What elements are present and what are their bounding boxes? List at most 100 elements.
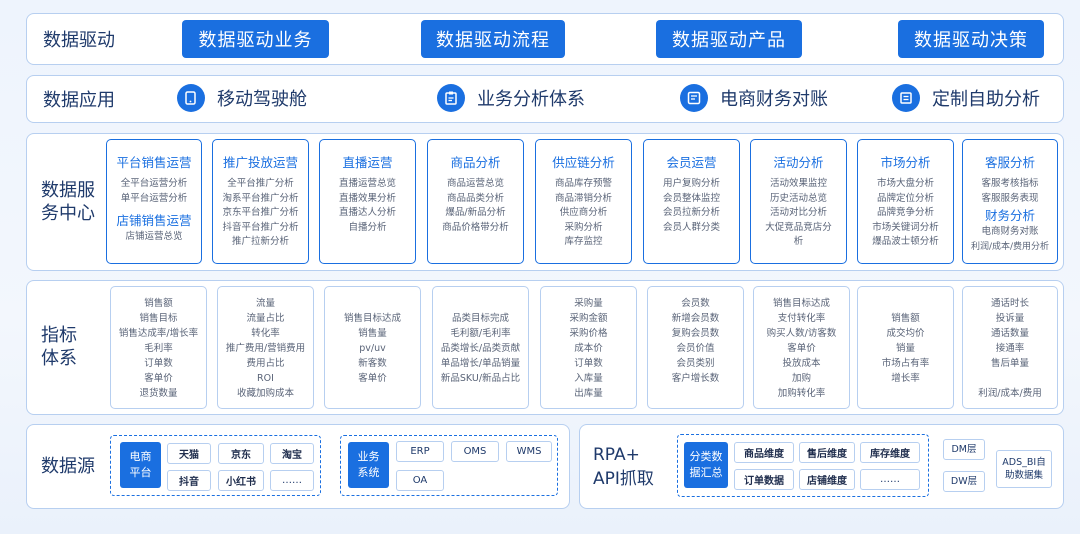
ecommerce-platform-group xyxy=(110,435,321,496)
summary-chip-store[interactable]: 店铺维度 xyxy=(799,469,855,490)
metric-item: 销售达成率/增长率 xyxy=(118,328,199,339)
service-item: 利润/成本/费用分析 xyxy=(970,241,1050,252)
service-item: 京东平台推广分析 xyxy=(222,207,299,218)
metric-item: 销售额 xyxy=(144,298,173,309)
service-card-member[interactable]: 会员运营 用户复购分析 会员整体监控 会员拉新分析 会员人群分类 xyxy=(643,139,740,264)
source-chip-douyin[interactable]: 抖音 xyxy=(167,470,211,491)
source-chip-tmall[interactable]: 天猫 xyxy=(167,443,211,464)
data-service-label: 数据服 务中心 xyxy=(41,180,95,225)
dm-layer-box[interactable]: DM层 xyxy=(943,439,985,460)
service-card-market[interactable]: 市场分析 市场大盘分析 品牌定位分析 品牌竞争分析 市场关键词分析 爆品波士顿分… xyxy=(857,139,954,264)
app-mobile-cockpit-label: 移动驾驶舱 xyxy=(217,89,307,110)
service-item: 自播分析 xyxy=(348,221,387,233)
service-item: 推广拉新分析 xyxy=(231,236,289,247)
dw-layer-box[interactable]: DW层 xyxy=(943,471,985,492)
app-custom-analysis[interactable]: 定制自助分析 xyxy=(892,84,1040,112)
metric-card-supply[interactable]: 采购量 采购金额 采购价格 成本价 订单数 入库量 出库量 xyxy=(540,286,637,409)
metric-item: 订单数 xyxy=(574,358,603,369)
app-business-analysis[interactable]: 业务分析体系 xyxy=(437,84,585,112)
summary-chip-inventory[interactable]: 库存维度 xyxy=(860,442,920,463)
summary-chip-order[interactable]: 订单数据 xyxy=(734,469,794,490)
service-item: 抖音平台推广分析 xyxy=(222,221,299,233)
ads-bi-dataset-box[interactable]: ADS_BI自 助数据集 xyxy=(996,450,1052,488)
metric-item: 品类增长/品类贡献 xyxy=(440,343,521,354)
source-chip-erp[interactable]: ERP xyxy=(396,441,444,462)
metric-item: 投放成本 xyxy=(782,358,821,369)
metric-item: 增长率 xyxy=(891,373,920,384)
source-chip-jd[interactable]: 京东 xyxy=(218,443,264,464)
data-source-label: 数据源 xyxy=(41,456,95,477)
service-item: 客服服务表现 xyxy=(981,192,1039,204)
source-chip-oa[interactable]: OA xyxy=(396,470,444,491)
service-card-subtitle: 店铺销售运营 xyxy=(116,213,192,228)
metric-item: 订单数 xyxy=(144,358,173,369)
metric-card-sales[interactable]: 销售额 销售目标 销售达成率/增长率 毛利率 订单数 客单价 退货数量 xyxy=(110,286,207,409)
metric-item: 流量占比 xyxy=(246,313,285,324)
metric-item: 会员价值 xyxy=(676,343,715,354)
app-finance-reconcile[interactable]: 电商财务对账 xyxy=(680,84,828,112)
metric-item: 销售额 xyxy=(891,313,920,324)
app-finance-reconcile-label: 电商财务对账 xyxy=(720,89,828,110)
service-card-supply-chain[interactable]: 供应链分析 商品库存预警 商品滞销分析 供应商分析 采购分析 库存监控 xyxy=(535,139,632,264)
source-chip-xiaohongshu[interactable]: 小红书 xyxy=(218,470,264,491)
summary-chip-product[interactable]: 商品维度 xyxy=(734,442,794,463)
source-chip-oms[interactable]: OMS xyxy=(451,441,499,462)
data-application-label: 数据应用 xyxy=(43,90,115,111)
metric-item: 品类目标完成 xyxy=(451,313,509,324)
source-chip-wms[interactable]: WMS xyxy=(506,441,552,462)
metric-item: 会员类别 xyxy=(676,358,715,369)
drive-process-button[interactable]: 数据驱动流程 xyxy=(421,20,565,58)
metric-card-activity[interactable]: 销售目标达成 支付转化率 购买人数/访客数 客单价 投放成本 加购 加购转化率 xyxy=(753,286,850,409)
metric-card-service[interactable]: 通话时长 投诉量 通话数量 接通率 售后单量 利润/成本/费用 xyxy=(962,286,1058,409)
summary-chip-more[interactable]: …… xyxy=(860,469,920,490)
service-card-promotion[interactable]: 推广投放运营 全平台推广分析 淘系平台推广分析 京东平台推广分析 抖音平台推广分… xyxy=(212,139,309,264)
drive-business-button[interactable]: 数据驱动业务 xyxy=(182,20,329,58)
service-item: 采购分析 xyxy=(564,221,603,233)
service-card-live[interactable]: 直播运营 直播运营总览 直播效果分析 直播达人分析 自播分析 xyxy=(319,139,416,264)
ads-line2: 助数据集 xyxy=(1004,470,1043,481)
service-card-platform-sales[interactable]: 平台销售运营 全平台运营分析 单平台运营分析 店铺销售运营 店铺运营总览 xyxy=(106,139,202,264)
finance-reconcile-icon xyxy=(680,84,708,112)
metrics-label-line2: 体系 xyxy=(41,347,77,369)
summary-chip-aftersale[interactable]: 售后维度 xyxy=(799,442,855,463)
service-item: 淘系平台推广分析 xyxy=(222,192,299,204)
service-item: 全平台推广分析 xyxy=(227,178,294,189)
data-summary-title: 分类数 据汇总 xyxy=(684,442,728,488)
service-item: 商品价格带分析 xyxy=(442,221,509,233)
drive-product-button[interactable]: 数据驱动产品 xyxy=(656,20,802,58)
metric-item: 客单价 xyxy=(144,373,173,384)
metric-item: 毛利额/毛利率 xyxy=(450,328,511,339)
metric-item: 加购 xyxy=(791,373,811,384)
service-item: 直播效果分析 xyxy=(338,192,396,204)
service-item: 商品滞销分析 xyxy=(554,192,612,204)
mobile-cockpit-icon xyxy=(177,84,205,112)
source-chip-more[interactable]: …… xyxy=(270,470,314,491)
metric-item: 复购会员数 xyxy=(671,328,720,339)
metric-item: pv/uv xyxy=(359,343,386,354)
metric-item: 采购量 xyxy=(574,298,603,309)
service-card-product[interactable]: 商品分析 商品运营总览 商品品类分析 爆品/新品分析 商品价格带分析 xyxy=(427,139,524,264)
service-card-title: 平台销售运营 xyxy=(116,155,192,170)
ecommerce-title-line2: 平台 xyxy=(129,466,152,479)
metric-item: 采购金额 xyxy=(569,313,608,324)
app-mobile-cockpit[interactable]: 移动驾驶舱 xyxy=(177,84,307,112)
service-card-title: 直播运营 xyxy=(342,155,393,170)
service-item: 客服考核指标 xyxy=(981,178,1039,189)
metric-item: 流量 xyxy=(255,298,275,309)
service-item: 库存监控 xyxy=(564,236,603,247)
metric-card-product[interactable]: 品类目标完成 毛利额/毛利率 品类增长/品类贡献 单品增长/单品销量 新品SKU… xyxy=(432,286,529,409)
source-chip-taobao[interactable]: 淘宝 xyxy=(270,443,314,464)
service-card-customer-service[interactable]: 客服分析 客服考核指标 客服服务表现 财务分析 电商财务对账 利润/成本/费用分… xyxy=(962,139,1058,264)
metrics-label: 指标 体系 xyxy=(41,325,77,370)
metric-card-traffic[interactable]: 流量 流量占比 转化率 推广费用/营销费用 费用占比 ROI 收藏加购成本 xyxy=(217,286,314,409)
data-service-label-line2: 务中心 xyxy=(41,202,95,224)
metric-item: 推广费用/营销费用 xyxy=(225,343,306,354)
metric-card-member[interactable]: 会员数 新增会员数 复购会员数 会员价值 会员类别 客户增长数 xyxy=(647,286,744,409)
service-card-activity[interactable]: 活动分析 活动效果监控 历史活动总览 活动对比分析 大促竞品竞店分 析 xyxy=(750,139,847,264)
metric-card-market[interactable]: 销售额 成交均价 销量 市场占有率 增长率 xyxy=(857,286,954,409)
drive-decision-button[interactable]: 数据驱动决策 xyxy=(898,20,1044,58)
metric-card-live[interactable]: 销售目标达成 销售量 pv/uv 新客数 客单价 xyxy=(324,286,421,409)
metric-item: 利润/成本/费用 xyxy=(978,388,1042,399)
service-item: 单平台运营分析 xyxy=(120,192,188,204)
service-item: 电商财务对账 xyxy=(981,226,1039,237)
